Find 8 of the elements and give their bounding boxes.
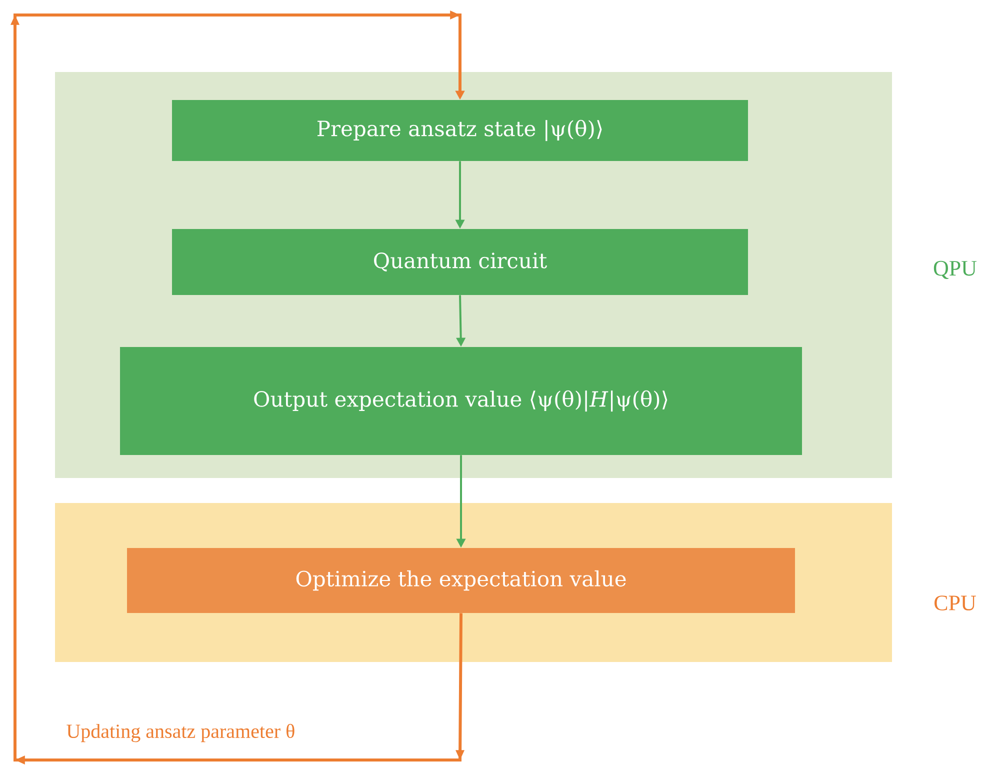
process-box: Output expectation value ⟨ψ(θ)|H|ψ(θ)⟩ [120,346,802,455]
node-label: QPU [934,260,977,280]
process-box: Quantum circuit [172,229,748,295]
process-box: Optimize the expectation value [127,548,795,613]
process-box: Prepare ansatz state |ψ(θ)⟩ [172,100,748,161]
node-label: CPU [934,596,976,610]
edge-label: Updating ansatz parameter θ [65,722,296,744]
arrow [10,10,465,764]
